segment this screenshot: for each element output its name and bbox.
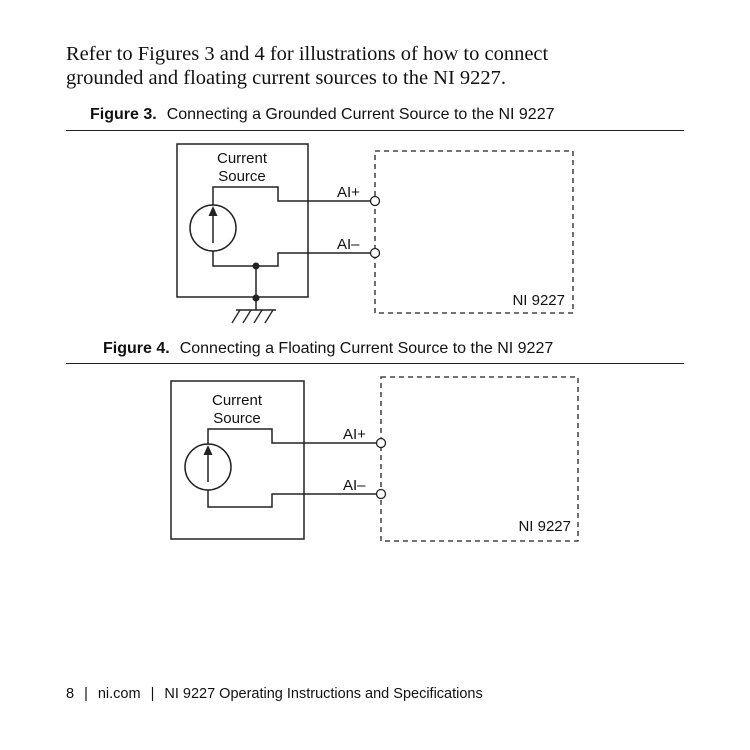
figure-4-title: Connecting a Floating Current Source to … <box>179 340 554 357</box>
terminal-icon <box>369 195 381 207</box>
source-enclosure <box>170 380 305 540</box>
source-label-current: Current <box>212 392 263 409</box>
wire-ai-plus <box>207 428 377 444</box>
intro-paragraph: Refer to Figures 3 and 4 for illustratio… <box>66 42 686 90</box>
ai-plus-label: AI+ <box>337 184 360 201</box>
terminal-icon <box>375 437 387 449</box>
footer-doc-title: NI 9227 Operating Instructions and Speci… <box>164 686 483 702</box>
terminal-icon <box>369 247 381 259</box>
terminal-icon <box>375 488 387 500</box>
device-enclosure <box>380 376 579 542</box>
wire-ai-minus <box>212 251 371 267</box>
ai-minus-label: AI– <box>337 236 360 253</box>
figure-4-rule <box>66 363 684 364</box>
current-source-icon <box>189 204 237 252</box>
figure-3-rule <box>66 130 684 131</box>
figure-3-number: Figure 3. <box>90 106 157 123</box>
figure-3-title: Connecting a Grounded Current Source to … <box>166 106 555 123</box>
intro-line-2: grounded and floating current sources to… <box>66 67 507 89</box>
junction-dot <box>252 294 260 302</box>
footer-separator: | <box>150 686 155 702</box>
junction-dot <box>252 262 260 270</box>
ai-plus-label: AI+ <box>343 426 366 443</box>
figure-3-caption: Figure 3. Connecting a Grounded Current S… <box>90 106 554 124</box>
device-label: NI 9227 <box>512 292 565 309</box>
figure-3-diagram: Current Source AI+ AI– NI 9227 <box>176 143 574 324</box>
wire-ai-minus <box>207 490 377 508</box>
device-label: NI 9227 <box>518 518 571 535</box>
source-label-source: Source <box>213 410 261 427</box>
footer-separator: | <box>84 686 88 702</box>
figure-4-diagram: Current Source AI+ AI– NI 9227 <box>170 376 579 542</box>
source-label-source: Source <box>218 168 266 185</box>
current-source-icon <box>184 443 232 491</box>
ground-icon <box>231 309 276 324</box>
source-label-current: Current <box>217 150 268 167</box>
page-footer: 8 | ni.com | NI 9227 Operating Instructions … <box>66 686 483 702</box>
ai-minus-label: AI– <box>343 477 366 494</box>
device-enclosure <box>374 150 574 314</box>
footer-site-link[interactable]: ni.com <box>97 686 141 702</box>
figure-4-caption: Figure 4. Connecting a Floating Current S… <box>103 340 553 358</box>
source-enclosure <box>176 143 309 298</box>
intro-line-1: Refer to Figures 3 and 4 for illustratio… <box>66 43 549 65</box>
wire-ai-plus <box>212 186 371 205</box>
page-number: 8 <box>66 686 75 702</box>
figure-4-number: Figure 4. <box>103 340 170 357</box>
